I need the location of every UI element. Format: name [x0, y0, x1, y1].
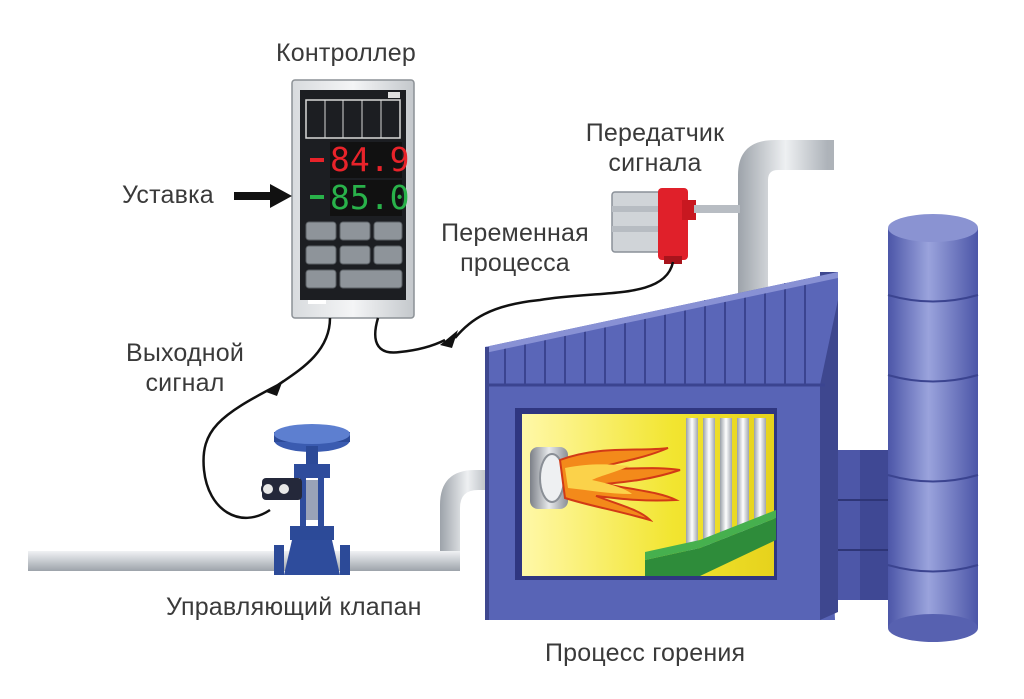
label-combustion-process: Процесс горения [545, 639, 746, 667]
label-transmitter-line1: Передатчик [585, 119, 725, 147]
process-variable-wire [374, 317, 446, 354]
label-transmitter-line2: сигнала [608, 149, 702, 177]
setpoint-arrow [234, 184, 292, 208]
fuel-pipe [28, 470, 495, 571]
label-controller: Контроллер [276, 39, 416, 67]
flame [558, 447, 681, 523]
label-process-variable: Переменная процесса [430, 218, 600, 278]
controller-device [291, 79, 415, 319]
controller-sv-display: 85.0 [330, 178, 410, 217]
controller-pv-display: 84.9 [330, 140, 410, 179]
exhaust-pipe [738, 140, 834, 300]
output-signal-arrow [266, 380, 283, 396]
label-output-signal-line2: сигнал [145, 369, 225, 397]
label-transmitter: Передатчик сигнала [570, 118, 740, 178]
transmitter [611, 188, 740, 264]
heat-exchanger-tubes [686, 418, 766, 558]
chimney [820, 214, 979, 642]
label-control-valve: Управляющий клапан [166, 593, 422, 621]
label-output-signal-line1: Выходной [125, 339, 245, 367]
label-setpoint: Уставка [122, 181, 214, 209]
process-variable-arrow [440, 330, 458, 348]
transmitter-signal-wire [454, 261, 675, 339]
label-process-variable-line2: процесса [460, 249, 570, 277]
control-valve [261, 424, 350, 575]
tube-tray [645, 510, 776, 576]
label-output-signal: Выходной сигнал [105, 338, 265, 398]
output-signal-wire [202, 317, 332, 520]
label-process-variable-line1: Переменная [441, 219, 589, 247]
